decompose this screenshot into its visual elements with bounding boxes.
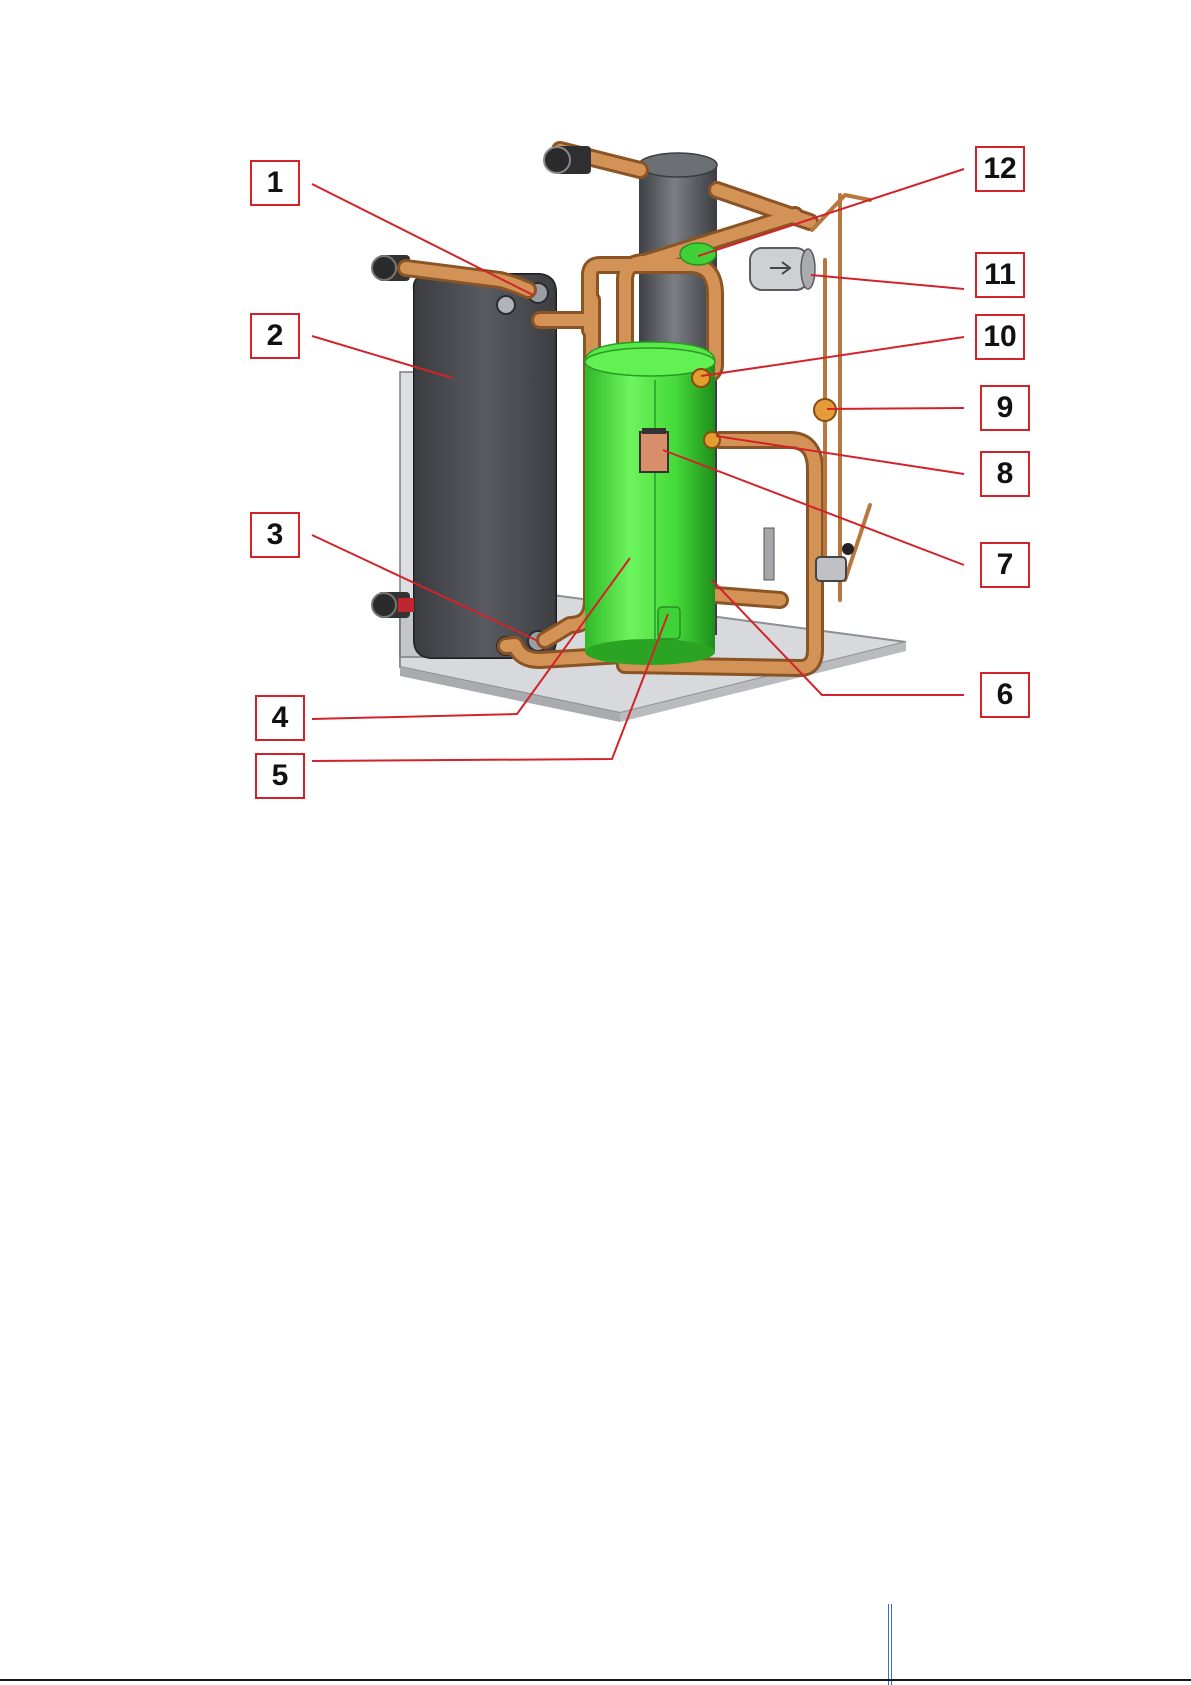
callout-12: 12 bbox=[975, 146, 1025, 192]
plate-heat-exchanger bbox=[372, 255, 556, 658]
callout-10: 10 bbox=[975, 314, 1025, 360]
leader-line-9 bbox=[827, 408, 964, 409]
callout-1: 1 bbox=[250, 160, 300, 206]
callout-5: 5 bbox=[255, 753, 305, 799]
callout-11: 11 bbox=[975, 252, 1025, 298]
callout-2: 2 bbox=[250, 313, 300, 359]
callout-9: 9 bbox=[980, 385, 1030, 431]
callout-7: 7 bbox=[980, 542, 1030, 588]
filter-drier bbox=[750, 248, 815, 290]
compressor bbox=[585, 342, 720, 665]
leader-line-10 bbox=[701, 337, 964, 376]
footer-rule bbox=[0, 1679, 1191, 1681]
leader-line-11 bbox=[811, 275, 964, 289]
sight-dome bbox=[680, 243, 716, 265]
service-valve bbox=[814, 399, 836, 421]
callout-3: 3 bbox=[250, 512, 300, 558]
page-margin-line bbox=[888, 1604, 892, 1685]
callout-8: 8 bbox=[980, 451, 1030, 497]
callout-6: 6 bbox=[980, 672, 1030, 718]
leader-line-12 bbox=[698, 169, 964, 256]
callout-4: 4 bbox=[255, 695, 305, 741]
